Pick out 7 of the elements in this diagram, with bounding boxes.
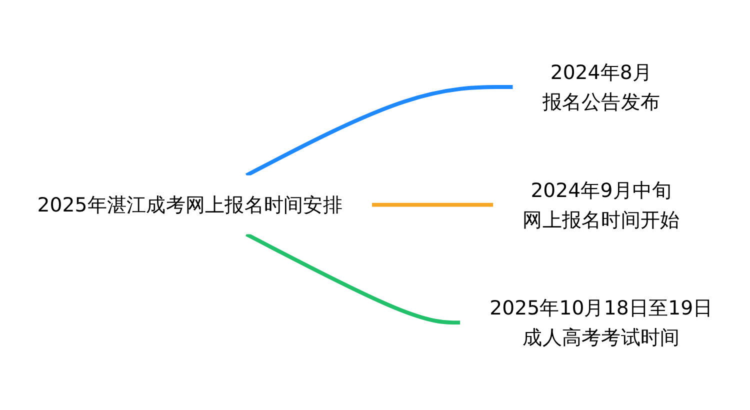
connector (372, 203, 494, 207)
connector (246, 85, 513, 178)
node-text: 2024年8月 报名公告发布 (542, 60, 660, 114)
connector (246, 232, 460, 325)
node-text: 2024年9月中旬 网上报名时间开始 (522, 178, 680, 232)
node-text: 2025年湛江成考网上报名时间安排 (37, 193, 342, 217)
node-text: 2025年10月18日至19日 成人高考考试时间 (490, 296, 713, 350)
